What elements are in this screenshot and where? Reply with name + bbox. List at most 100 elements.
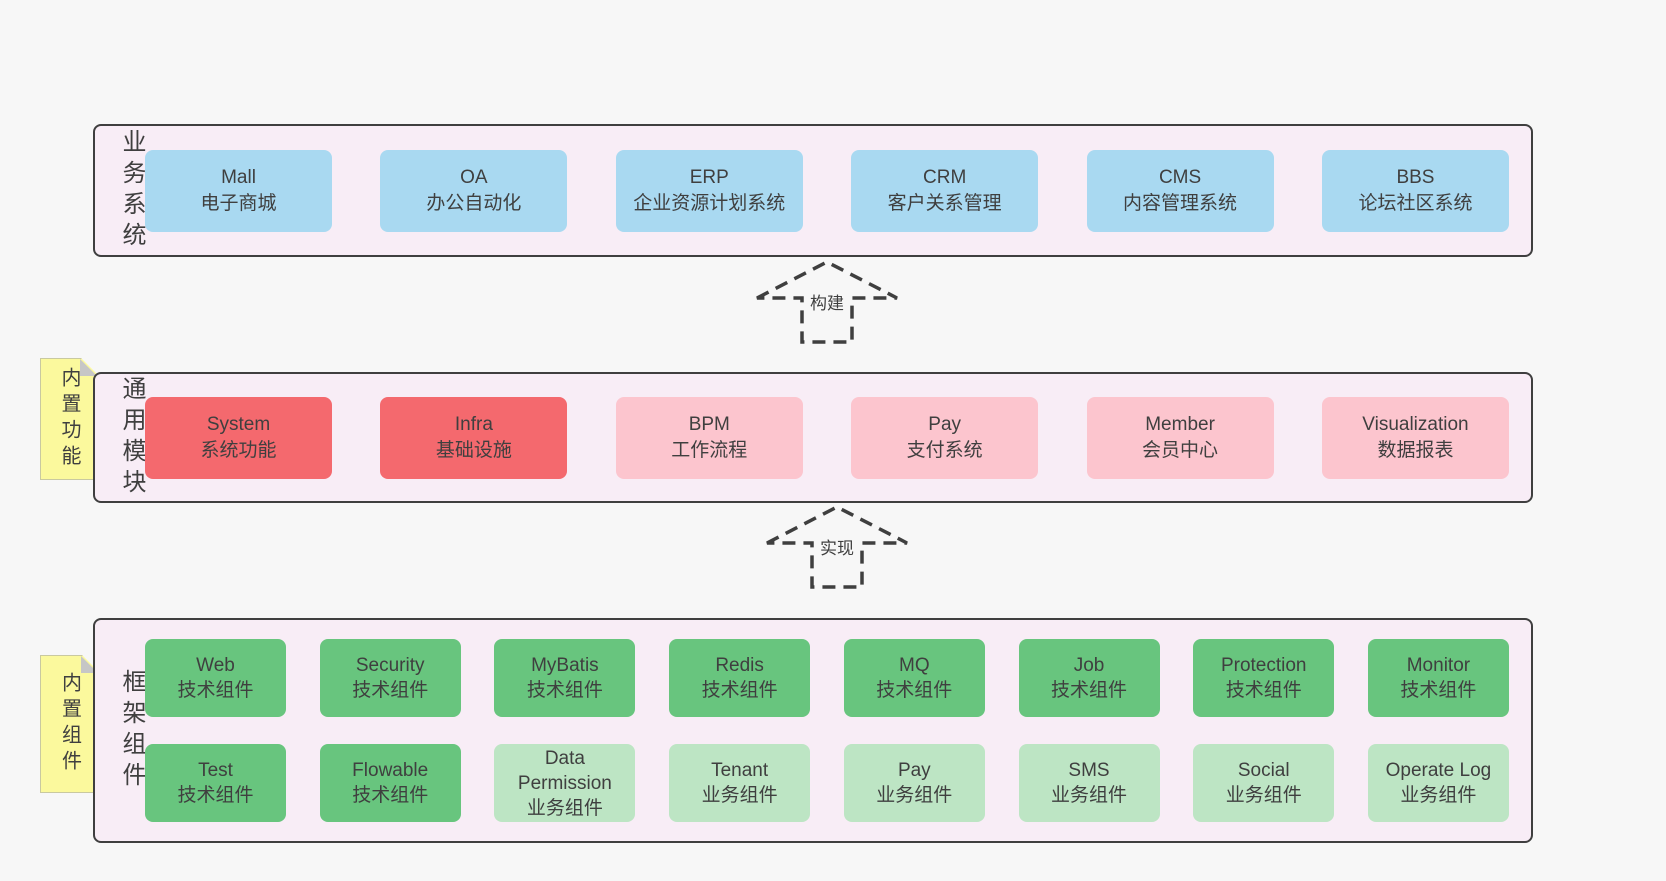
box-redis: Redis 技术组件 [669, 639, 811, 717]
built-in-components-tag-label: 内置组件 [58, 672, 81, 776]
implement-arrow: 实现 [757, 503, 917, 589]
built-in-features-tag: 内置功能 [40, 358, 98, 480]
box-subtitle: 技术组件 [177, 785, 254, 806]
box-operate-log: Operate Log 业务组件 [1367, 744, 1509, 822]
box-subtitle: 业务组件 [1225, 785, 1302, 806]
box-subtitle: 技术组件 [352, 785, 429, 806]
box-title: Social [1237, 760, 1290, 781]
framework-components-row-1: Web 技术组件 Security 技术组件 MyBatis 技术组件 Redi… [145, 639, 1509, 717]
box-oa: OA 办公自动化 [380, 149, 568, 232]
common-modules-boxes: System 系统功能 Infra 基础设施 BPM 工作流程 Pay 支付系统… [143, 396, 1531, 479]
box-infra: Infra 基础设施 [380, 396, 568, 479]
box-title: Infra [454, 413, 493, 435]
dashed-up-arrow-icon [756, 260, 898, 344]
common-modules-side-label: 通用模块 [118, 375, 145, 500]
box-title: MQ [899, 655, 930, 676]
business-systems-side-label: 业务系统 [118, 128, 145, 253]
box-title: Monitor [1406, 655, 1471, 676]
box-cms: CMS 内容管理系统 [1086, 149, 1274, 232]
box-title: Job [1073, 655, 1105, 676]
box-title: Protection [1220, 655, 1307, 676]
box-title: Pay [928, 413, 962, 435]
box-subtitle: 技术组件 [526, 680, 603, 701]
box-subtitle: 技术组件 [352, 680, 429, 701]
box-bbs: BBS 论坛社区系统 [1321, 149, 1509, 232]
box-subtitle: 电子商城 [200, 192, 277, 214]
box-mall: Mall 电子商城 [145, 149, 332, 232]
box-protection: Protection 技术组件 [1193, 639, 1335, 717]
box-title: Tenant [711, 760, 769, 781]
box-title: Mall [221, 166, 256, 188]
built-in-components-tag: 内置组件 [40, 655, 99, 793]
box-title: System [206, 413, 271, 435]
box-subtitle: 业务组件 [526, 797, 603, 819]
box-mq: MQ 技术组件 [843, 639, 985, 717]
box-subtitle: 技术组件 [177, 680, 254, 701]
framework-components-row-2: Test 技术组件 Flowable 技术组件 Data Permission … [145, 744, 1509, 822]
box-title: BBS [1396, 166, 1435, 188]
box-title: Pay [897, 760, 931, 781]
box-subtitle: 技术组件 [701, 680, 778, 701]
box-subtitle: 技术组件 [1225, 680, 1302, 701]
business-systems-panel: 业务系统 Mall 电子商城 OA 办公自动化 ERP 企业资源计划系统 CRM… [93, 124, 1533, 257]
box-subtitle: 业务组件 [1400, 785, 1477, 806]
box-system: System 系统功能 [145, 396, 332, 479]
box-subtitle: 基础设施 [435, 439, 512, 461]
box-subtitle: 内容管理系统 [1123, 192, 1238, 214]
build-arrow: 构建 [747, 258, 907, 344]
box-web: Web 技术组件 [145, 639, 286, 717]
business-systems-boxes: Mall 电子商城 OA 办公自动化 ERP 企业资源计划系统 CRM 客户关系… [143, 149, 1531, 232]
box-subtitle: 系统功能 [200, 439, 277, 461]
framework-components-panel: 框架组件 Web 技术组件 Security 技术组件 MyBatis 技术组件… [93, 618, 1533, 843]
box-pay-module: Pay 支付系统 [851, 396, 1039, 479]
dashed-up-arrow-icon [766, 505, 908, 589]
box-crm: CRM 客户关系管理 [851, 149, 1039, 232]
built-in-features-tag-label: 内置功能 [58, 367, 80, 471]
box-title: Operate Log [1385, 760, 1492, 781]
box-member: Member 会员中心 [1086, 396, 1274, 479]
box-visualization: Visualization 数据报表 [1321, 396, 1509, 479]
box-security: Security 技术组件 [319, 639, 461, 717]
implement-arrow-label: 实现 [757, 539, 917, 559]
box-subtitle: 数据报表 [1377, 439, 1454, 461]
box-sms: SMS 业务组件 [1018, 744, 1160, 822]
box-flowable: Flowable 技术组件 [319, 744, 461, 822]
box-title: ERP [689, 166, 729, 188]
box-subtitle: 支付系统 [906, 439, 983, 461]
box-data-permission: Data Permission 业务组件 [494, 744, 636, 822]
box-bpm: BPM 工作流程 [615, 396, 803, 479]
box-title: SMS [1068, 760, 1110, 781]
box-title: BPM [688, 413, 730, 435]
box-subtitle: 业务组件 [701, 785, 778, 806]
common-modules-panel: 通用模块 System 系统功能 Infra 基础设施 BPM 工作流程 Pay… [93, 372, 1533, 503]
box-title: Security [355, 655, 425, 676]
box-subtitle: 工作流程 [671, 439, 748, 461]
box-title: Visualization [1362, 413, 1469, 435]
framework-components-rows: Web 技术组件 Security 技术组件 MyBatis 技术组件 Redi… [143, 639, 1531, 822]
box-title: Test [198, 760, 233, 781]
box-title: Member [1145, 413, 1215, 435]
box-title: CMS [1158, 166, 1202, 188]
box-tenant: Tenant 业务组件 [669, 744, 811, 822]
box-subtitle: 业务组件 [1051, 785, 1128, 806]
box-job: Job 技术组件 [1018, 639, 1160, 717]
box-mybatis: MyBatis 技术组件 [494, 639, 636, 717]
framework-components-side-label: 框架组件 [118, 668, 145, 793]
box-test: Test 技术组件 [145, 744, 286, 822]
build-arrow-label: 构建 [747, 294, 907, 314]
box-title: OA [460, 166, 488, 188]
box-title: Flowable [352, 760, 429, 781]
box-social: Social 业务组件 [1193, 744, 1335, 822]
box-subtitle: 业务组件 [876, 785, 953, 806]
box-subtitle: 技术组件 [1051, 680, 1128, 701]
box-subtitle: 论坛社区系统 [1358, 192, 1473, 214]
box-subtitle: 办公自动化 [426, 192, 522, 214]
box-monitor: Monitor 技术组件 [1367, 639, 1509, 717]
box-subtitle: 技术组件 [876, 680, 953, 701]
box-title: Data Permission [517, 747, 612, 794]
box-title: Redis [715, 655, 764, 676]
box-title: CRM [923, 166, 967, 188]
box-pay-component: Pay 业务组件 [843, 744, 985, 822]
box-erp: ERP 企业资源计划系统 [615, 149, 803, 232]
